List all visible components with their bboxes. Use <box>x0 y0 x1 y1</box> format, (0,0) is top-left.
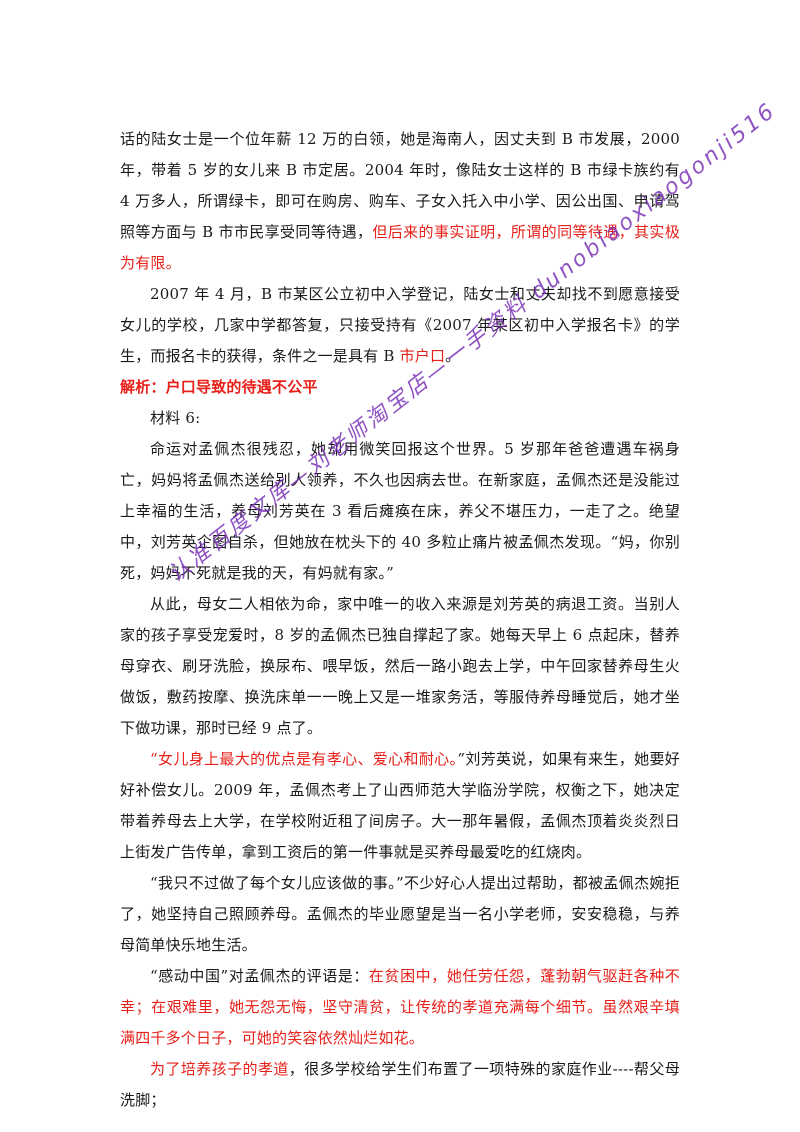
paragraph-6: “我只不过做了每个女儿应该做的事。”不少好心人提出过帮助，都被孟佩杰婉拒了，她坚… <box>120 874 680 954</box>
paragraph-2: 2007 年 4 月，B 市某区公立初中入学登记，陆女士和丈夫却找不到愿意接受女… <box>120 279 680 372</box>
paragraph-2-highlight: 市户口 <box>399 347 446 365</box>
paragraph-7-highlight: 在贫困中，她任劳任怨，蓬勃朝气驱赶各种不幸；在艰难里，她无怨无悔，坚守清贫，让传… <box>120 967 680 1047</box>
paragraph-5: “女儿身上最大的优点是有孝心、爱心和耐心。”刘芳英说，如果有来生，她要好好补偿女… <box>120 744 680 868</box>
paragraph-1: 话的陆女士是一个位年薪 12 万的白领，她是海南人，因丈夫到 B 市发展，200… <box>120 124 680 279</box>
paragraph-1-text: 话的陆女士是一个位年薪 12 万的白领，她是海南人，因丈夫到 B 市发展，200… <box>120 130 680 241</box>
paragraph-8-text: ，很多学校给学生们布置了一项特殊的家庭作业----帮父母洗脚； <box>120 1060 680 1109</box>
document-body: 话的陆女士是一个位年薪 12 万的白领，她是海南人，因丈夫到 B 市发展，200… <box>120 124 680 1116</box>
paragraph-4: 从此，母女二人相依为命，家中唯一的收入来源是刘芳英的病退工资。当别人家的孩子享受… <box>120 595 680 737</box>
paragraph-5-text: ”刘芳英说，如果有来生，她要好好补偿女儿。2009 年，孟佩杰考上了山西师范大学… <box>120 750 680 861</box>
paragraph-8: 为了培养孩子的孝道，很多学校给学生们布置了一项特殊的家庭作业----帮父母洗脚； <box>120 1054 680 1116</box>
material-label: 材料 6: <box>150 409 201 427</box>
analysis-heading: 解析：户口导致的待遇不公平 <box>120 378 318 396</box>
paragraph-7: “感动中国”对孟佩杰的评语是：在贫困中，她任劳任怨，蓬勃朝气驱赶各种不幸；在艰难… <box>120 961 680 1054</box>
paragraph-2-end: 。 <box>445 347 461 365</box>
paragraph-7-text: “感动中国”对孟佩杰的评语是： <box>150 967 369 985</box>
paragraph-2-text: 2007 年 4 月，B 市某区公立初中入学登记，陆女士和丈夫却找不到愿意接受女… <box>120 285 680 365</box>
paragraph-3: 命运对孟佩杰很残忍，她却用微笑回报这个世界。5 岁那年爸爸遭遇车祸身亡，妈妈将孟… <box>120 440 680 582</box>
paragraph-8-highlight: 为了培养孩子的孝道 <box>150 1060 289 1078</box>
paragraph-5-open-quote: “ <box>150 750 158 768</box>
paragraph-5-highlight: 女儿身上最大的优点是有孝心、爱心和耐心。 <box>157 750 458 768</box>
paragraph-1-highlight: 但后来的事实证明，所谓的同等待遇，其实极为有限。 <box>120 223 680 272</box>
